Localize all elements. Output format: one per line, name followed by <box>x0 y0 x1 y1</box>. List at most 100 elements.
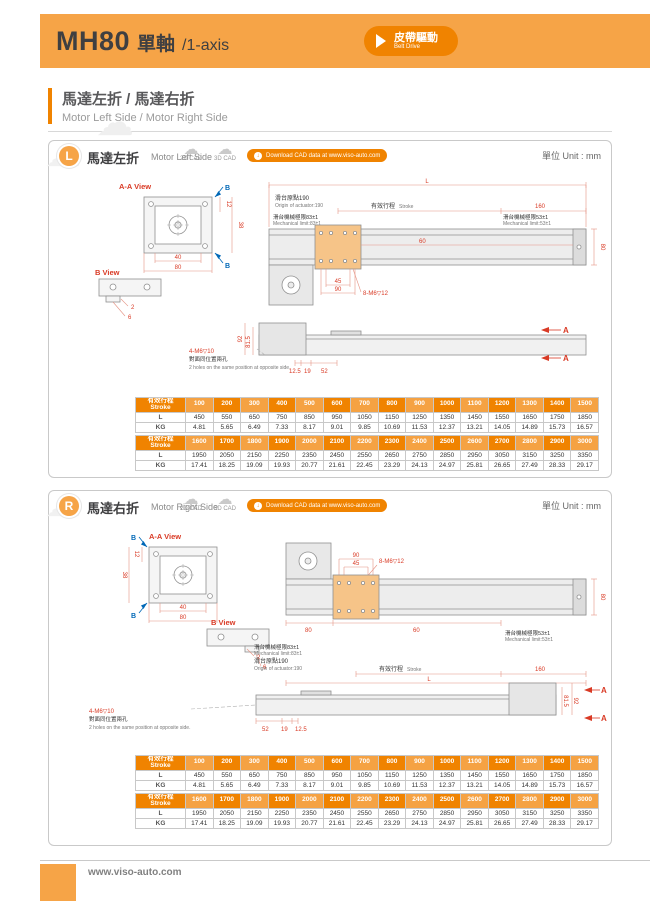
spec-cell: 10.69 <box>377 421 407 433</box>
spec-cell: 7.33 <box>267 421 297 433</box>
stroke-value-cell: 1700 <box>212 435 242 451</box>
spec-cell: 450 <box>185 411 214 423</box>
spec-cell: 1250 <box>405 769 434 781</box>
holes-label-en: 2 holes on the same position at opposite… <box>89 725 190 731</box>
spec-cell: 6.49 <box>240 421 269 433</box>
cloud-icon: ☁ <box>183 491 199 508</box>
spec-cell: 1750 <box>542 411 572 423</box>
dim-80-right: 80 <box>591 578 605 616</box>
spec-cell: 1950 <box>185 449 214 461</box>
download-cad-pill[interactable]: ↓ Download CAD data at www.viso-auto.com <box>247 499 388 512</box>
spec-cell: 24.13 <box>405 817 434 829</box>
spec-cell: 17.41 <box>185 817 214 829</box>
dim-6: 6 <box>128 315 132 321</box>
spec-cell: 1750 <box>542 769 572 781</box>
motor-block-top <box>268 264 314 306</box>
cad-2d-download[interactable]: ☁ 2D CAD <box>175 491 207 512</box>
section-a-markers: A A <box>541 326 569 363</box>
spec-cell: 1850 <box>570 769 599 781</box>
spec-cell: 26.65 <box>487 459 517 471</box>
download-cad-pill[interactable]: ↓ Download CAD data at www.viso-auto.com <box>247 149 388 162</box>
stroke-value-cell: 2000 <box>295 435 324 451</box>
section-subtitle: Motor Left Side / Motor Right Side <box>62 112 228 124</box>
spec-cell: 20.77 <box>295 459 324 471</box>
dim-L: L <box>268 179 587 227</box>
b-view-label: B View <box>95 268 120 277</box>
dim-12: 12 <box>133 551 139 558</box>
dim-160: 160 <box>535 667 546 673</box>
footer-url[interactable]: www.viso-auto.com <box>88 867 182 878</box>
aa-dims-left: 12 38 <box>121 547 143 603</box>
spec-cell: 9.01 <box>322 421 352 433</box>
spec-cell: 2150 <box>240 449 269 461</box>
stroke-value-cell: 300 <box>240 397 269 413</box>
tap-body-label: 4-M6▽10 <box>189 349 215 355</box>
limit83-label-en: Mechanical limit:83±1 <box>254 651 302 657</box>
dims-below-rail: 80 60 <box>285 620 502 634</box>
stroke-value-cell: 1900 <box>267 793 297 809</box>
badge-text: 皮帶驅動 Belt Drive <box>394 32 438 50</box>
b-view-group: B View 2 6 <box>206 618 270 671</box>
model-name: MH80 <box>56 25 131 56</box>
cad-3d-download[interactable]: ☁ 3D CAD <box>209 492 241 512</box>
download-arrow-icon: ↓ <box>254 501 262 510</box>
limit83-label-en: Mechanical limit:83±1 <box>273 221 321 227</box>
panel-right-header: ☁ R 馬達右折 Motor Right Side ☁ 2D CAD ☁ 3D … <box>45 483 611 524</box>
spec-cell: 550 <box>212 769 242 781</box>
spec-cell: 13.21 <box>460 779 489 791</box>
unit-label: 單位 Unit : mm <box>541 501 601 511</box>
stroke-value-cell: 900 <box>405 755 434 771</box>
spec-row-label: KG <box>135 779 186 791</box>
spec-cell: 9.85 <box>350 421 379 433</box>
top-view-group: 90 45 8-M6▽12 <box>254 542 605 686</box>
stroke-value-cell: 1400 <box>542 397 572 413</box>
spec-cell: 3150 <box>515 807 544 819</box>
spec-cell: 24.97 <box>432 459 462 471</box>
dim-length: L <box>425 179 429 185</box>
spec-cell: 2950 <box>460 449 489 461</box>
a-marker-label: A <box>601 686 607 695</box>
spec-cell: 3250 <box>542 807 572 819</box>
spec-cell: 26.65 <box>487 817 517 829</box>
limit83-label-cn: 滑台機械極限83±1 <box>254 643 299 651</box>
cloud-icon: ☁ <box>217 141 233 158</box>
spec-row-label: L <box>135 449 186 461</box>
cad-3d-download[interactable]: ☁ 3D CAD <box>209 141 241 162</box>
page-header: MH80 單軸 /1-axis 皮帶驅動 Belt Drive <box>40 14 650 68</box>
model-type-en: /1-axis <box>182 36 230 54</box>
cad-2d-download[interactable]: ☁ 2D CAD <box>175 142 207 162</box>
dim-160: 160 <box>535 204 546 210</box>
dim-length: L <box>427 677 431 683</box>
cad-3d-label: 3D CAD <box>213 506 236 512</box>
spec-cell: 20.77 <box>295 817 324 829</box>
stroke-value-cell: 600 <box>322 397 352 413</box>
origin-label-en: Origin of actuator:190 <box>254 666 302 672</box>
spec-cell: 1350 <box>432 769 462 781</box>
rail-side-view <box>255 682 557 716</box>
belt-drive-badge: 皮帶驅動 Belt Drive <box>364 26 458 56</box>
section-heading: 馬達左折 / 馬達右折 Motor Left Side / Motor Righ… <box>48 88 228 124</box>
spec-cell: 1150 <box>377 411 407 423</box>
dim-12: 12 <box>225 201 231 208</box>
dim-6: 6 <box>263 665 267 671</box>
stroke-value-cell: 600 <box>322 755 352 771</box>
stroke-value-cell: 1500 <box>570 755 599 771</box>
spec-cell: 22.45 <box>350 459 379 471</box>
section-a-markers: A A <box>584 686 607 723</box>
spec-cell: 29.17 <box>570 817 599 829</box>
dim-2: 2 <box>131 305 135 311</box>
spec-cell: 1250 <box>405 411 434 423</box>
dim-45-label: 45 <box>335 279 342 285</box>
dim-60: 60 <box>361 239 573 246</box>
stroke-value-cell: 1800 <box>240 793 269 809</box>
stroke-value-cell: 2400 <box>405 435 434 451</box>
panel-title-en: Motor Right Side <box>151 502 219 512</box>
panel-title-en: Motor Left Side <box>151 152 213 162</box>
spec-cell: 10.69 <box>377 779 407 791</box>
motor-right-drawing: A-A View B B <box>89 532 607 733</box>
panel-title-cn: 馬達左折 <box>87 151 140 166</box>
